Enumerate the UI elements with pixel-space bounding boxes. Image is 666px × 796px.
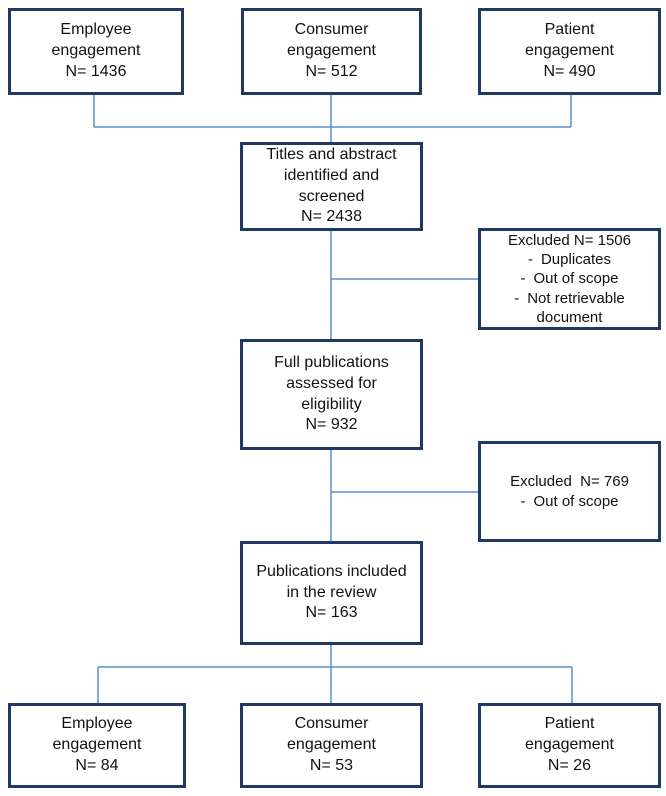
excluded-box-2: Excluded N= 769 -Out of scope xyxy=(478,441,661,542)
excluded-1-title: Excluded N= 1506 xyxy=(507,232,631,250)
source-employee-line-1: Employee xyxy=(60,21,132,39)
screened-box: Titles and abstract identified and scree… xyxy=(240,142,423,231)
excluded-1-reasons: -Duplicates -Out of scope -Not retrievab… xyxy=(514,250,625,327)
included-line-1: Publications included xyxy=(256,562,407,580)
source-consumer-line-2: engagement xyxy=(287,42,376,60)
result-box-employee: Employee engagement N= 84 xyxy=(8,703,186,788)
result-employee-count: N= 84 xyxy=(75,756,119,774)
screened-line-3: screened xyxy=(298,187,365,205)
screened-count: N= 2438 xyxy=(301,208,362,226)
assessed-line-2: assessed for xyxy=(286,374,377,392)
source-employee-line-2: engagement xyxy=(51,42,141,60)
screened-line-2: identified and xyxy=(283,166,380,184)
result-consumer-line-2: engagement xyxy=(287,736,376,754)
assessed-count: N= 932 xyxy=(305,416,358,434)
result-patient-count: N= 26 xyxy=(547,756,592,774)
result-consumer-count: N= 53 xyxy=(309,756,354,774)
excluded-2-title: Excluded N= 769 xyxy=(510,473,629,491)
screened-line-1: Titles and abstract xyxy=(266,145,397,163)
assessed-line-3: eligibility xyxy=(301,395,362,413)
assessed-line-1: Full publications xyxy=(274,353,389,371)
excluded-1-reason-text: Duplicates xyxy=(540,251,612,269)
source-box-consumer: Consumer engagement N= 512 xyxy=(241,8,422,95)
source-consumer-line-1: Consumer xyxy=(294,21,369,39)
included-box: Publications included in the review N= 1… xyxy=(240,541,423,645)
excluded-1-reason: -Duplicates xyxy=(527,251,612,269)
source-box-patient: Patient engagement N= 490 xyxy=(478,8,661,95)
excluded-1-reason: -Out of scope xyxy=(520,270,619,288)
source-patient-line-2: engagement xyxy=(525,42,614,60)
assessed-box: Full publications assessed for eligibili… xyxy=(240,339,423,450)
source-consumer-count: N= 512 xyxy=(305,62,358,80)
excluded-1-reason-continuation: document xyxy=(536,308,603,326)
source-patient-line-1: Patient xyxy=(544,21,595,39)
included-line-2: in the review xyxy=(286,583,377,601)
excluded-2-reason: -Out of scope xyxy=(520,492,619,510)
source-patient-count: N= 490 xyxy=(543,62,596,80)
included-count: N= 163 xyxy=(305,604,358,622)
excluded-1-reason-text: Not retrievable xyxy=(527,289,625,307)
excluded-box-1: Excluded N= 1506 -Duplicates -Out of sco… xyxy=(478,228,661,330)
excluded-1-reason-text: Out of scope xyxy=(533,270,619,288)
result-box-consumer: Consumer engagement N= 53 xyxy=(240,703,423,788)
result-employee-line-1: Employee xyxy=(61,715,133,733)
result-employee-line-2: engagement xyxy=(52,736,142,754)
source-box-employee: Employee engagement N= 1436 xyxy=(8,8,184,95)
result-box-patient: Patient engagement N= 26 xyxy=(478,703,661,788)
excluded-2-reasons: -Out of scope xyxy=(520,492,618,511)
result-patient-line-1: Patient xyxy=(544,715,595,733)
result-consumer-line-1: Consumer xyxy=(294,715,369,733)
source-employee-count: N= 1436 xyxy=(65,62,127,80)
excluded-2-reason-text: Out of scope xyxy=(533,492,619,510)
result-patient-line-2: engagement xyxy=(525,736,614,754)
